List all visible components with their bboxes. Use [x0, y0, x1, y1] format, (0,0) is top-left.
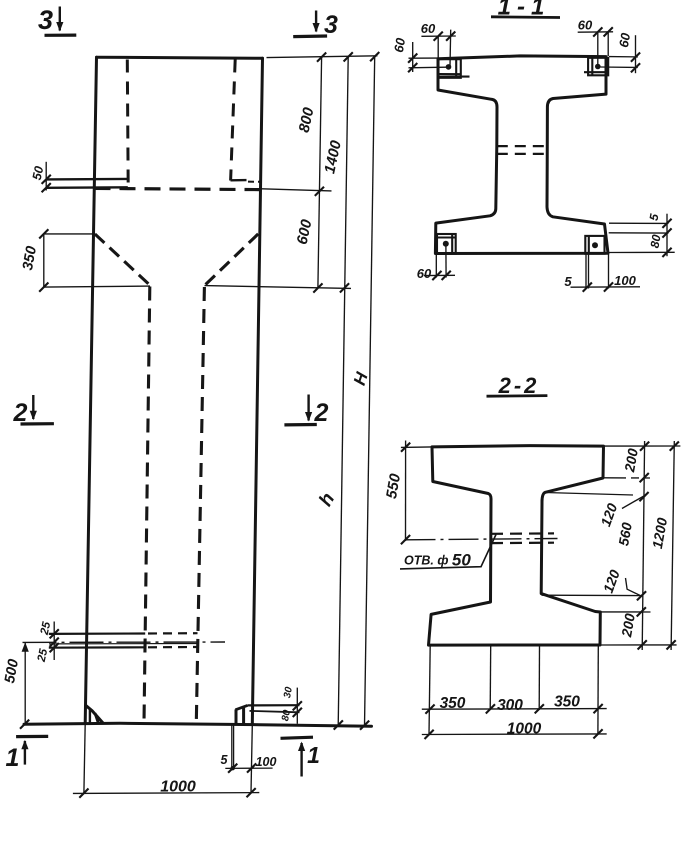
svg-text:1000: 1000 — [507, 721, 542, 738]
svg-text:60: 60 — [616, 31, 633, 49]
svg-text:ОТВ. ф 50: ОТВ. ф 50 — [404, 551, 471, 570]
svg-text:H: H — [350, 369, 372, 387]
svg-text:2: 2 — [13, 399, 28, 427]
svg-text:5: 5 — [564, 274, 572, 289]
svg-text:350: 350 — [440, 695, 466, 712]
svg-text:2: 2 — [314, 399, 329, 427]
svg-text:80: 80 — [280, 709, 293, 722]
svg-text:1-1: 1-1 — [498, 0, 551, 21]
svg-text:350: 350 — [20, 245, 40, 272]
svg-text:50: 50 — [30, 165, 47, 182]
svg-text:600: 600 — [294, 217, 316, 246]
svg-text:100: 100 — [256, 755, 277, 769]
svg-text:120: 120 — [597, 501, 620, 529]
svg-text:350: 350 — [554, 694, 580, 711]
svg-text:3: 3 — [324, 11, 338, 39]
svg-text:60: 60 — [391, 36, 408, 54]
svg-text:80: 80 — [648, 233, 664, 249]
svg-text:5: 5 — [221, 753, 229, 767]
svg-text:25: 25 — [36, 647, 51, 664]
svg-text:3: 3 — [38, 5, 53, 35]
svg-text:60: 60 — [578, 18, 593, 33]
svg-text:1200: 1200 — [649, 516, 670, 550]
svg-text:5: 5 — [647, 212, 662, 221]
svg-text:25: 25 — [39, 620, 54, 637]
svg-text:2-2: 2-2 — [498, 373, 540, 398]
svg-text:1: 1 — [6, 744, 20, 772]
svg-text:1: 1 — [307, 742, 320, 768]
svg-text:200: 200 — [621, 447, 641, 474]
svg-text:h: h — [315, 489, 339, 510]
svg-text:60: 60 — [421, 21, 436, 36]
svg-text:200: 200 — [618, 612, 638, 639]
svg-text:120: 120 — [600, 567, 623, 595]
svg-text:100: 100 — [614, 273, 636, 288]
svg-text:1400: 1400 — [321, 138, 345, 175]
svg-text:560: 560 — [615, 521, 635, 547]
svg-text:60: 60 — [417, 266, 432, 281]
svg-text:500: 500 — [2, 658, 22, 685]
svg-text:1000: 1000 — [160, 779, 196, 796]
svg-text:800: 800 — [296, 105, 318, 134]
svg-text:300: 300 — [497, 697, 523, 714]
svg-text:550: 550 — [383, 472, 404, 500]
svg-text:30: 30 — [282, 686, 295, 699]
